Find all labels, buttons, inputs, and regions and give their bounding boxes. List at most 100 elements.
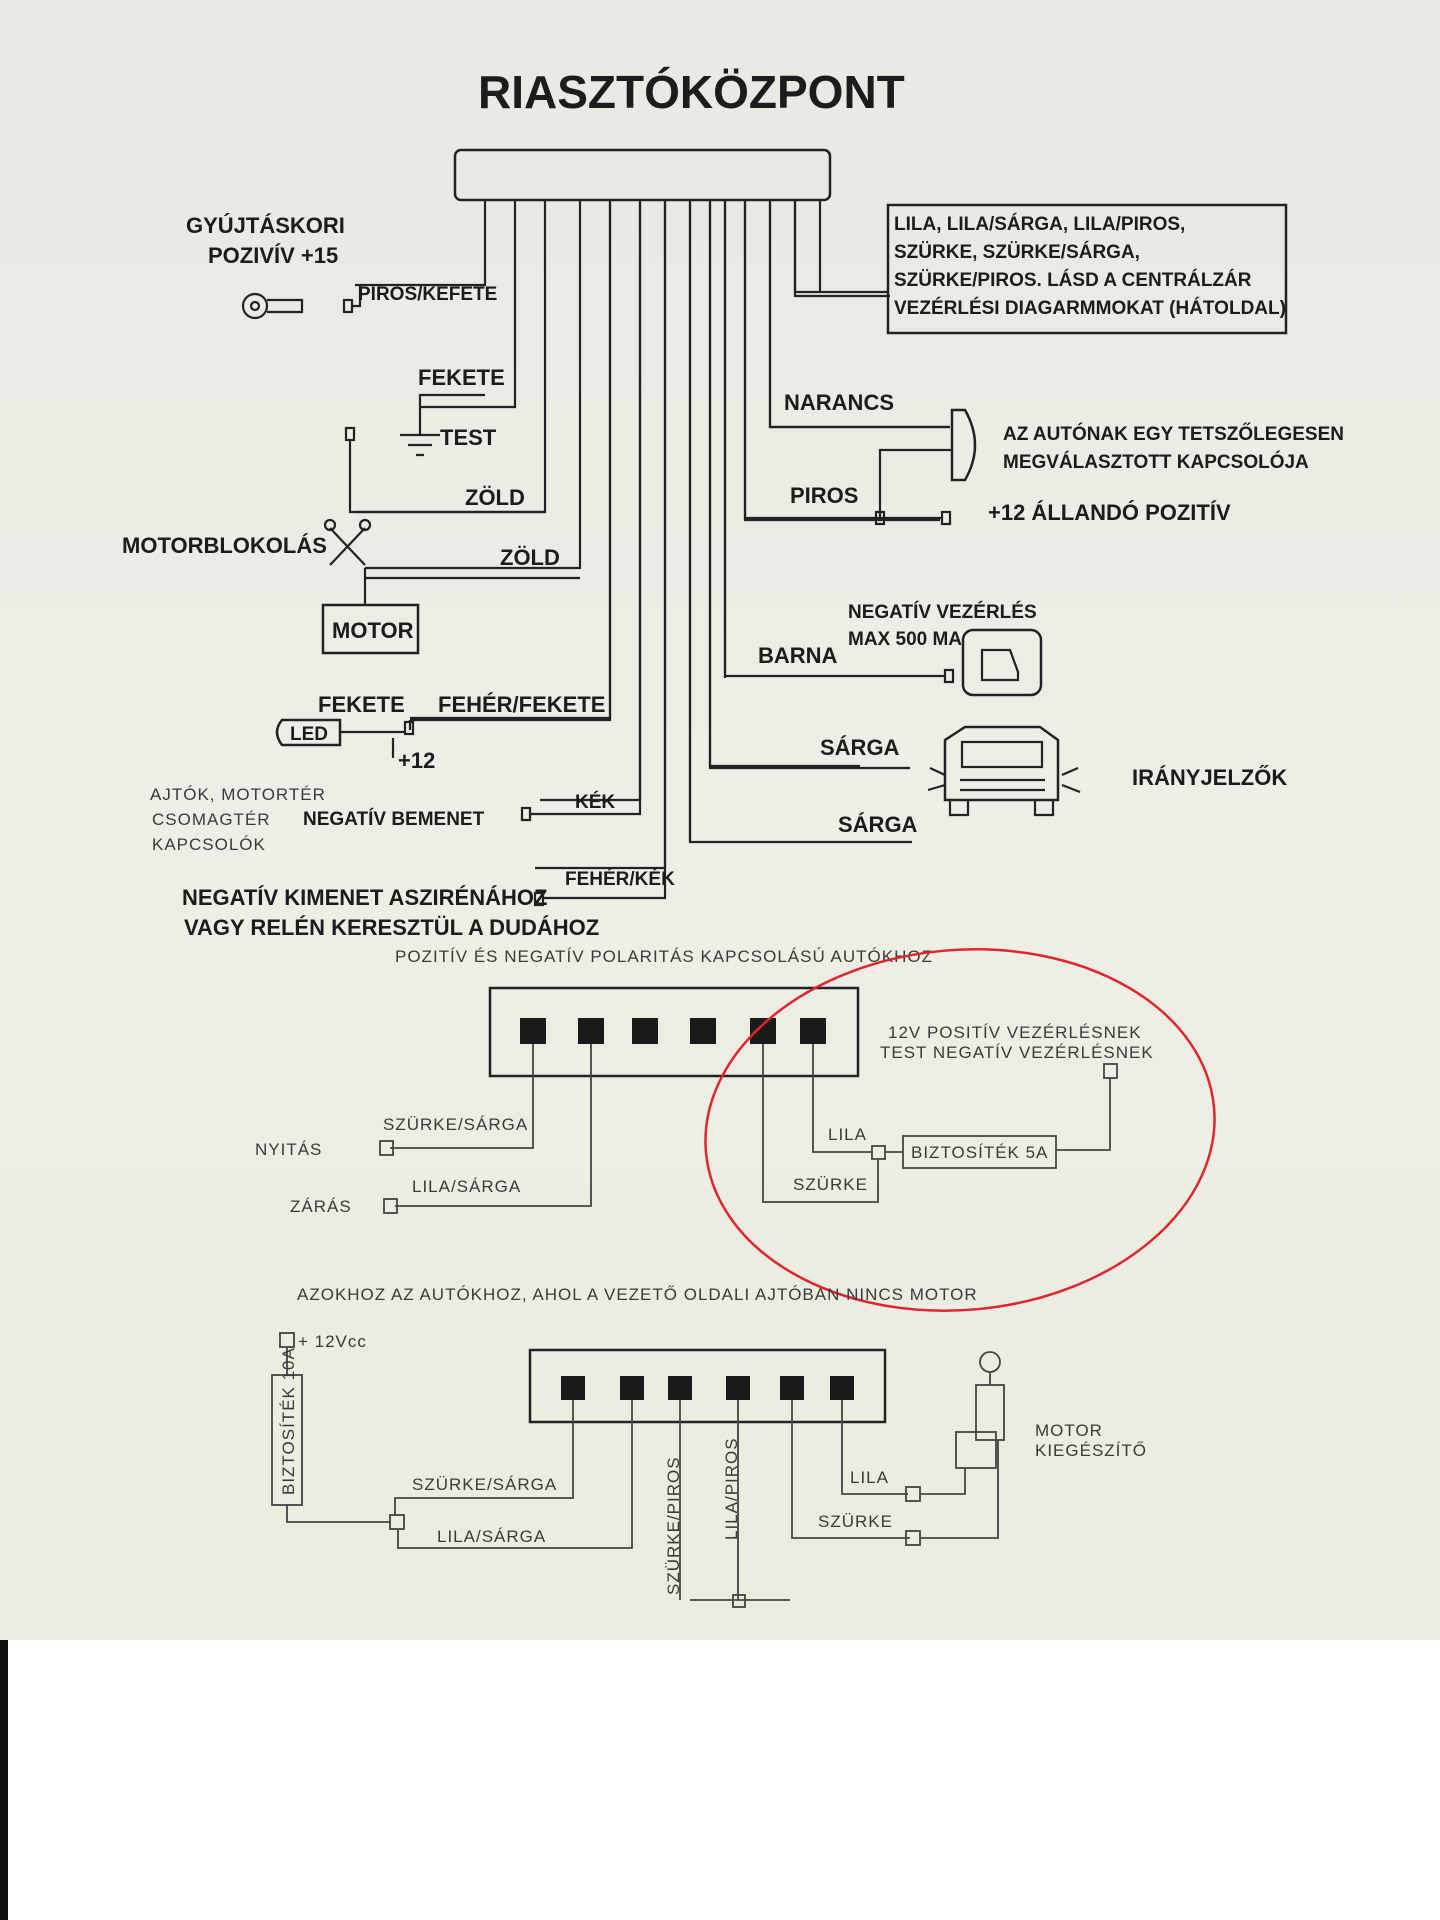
s1-close-wire bbox=[395, 1044, 592, 1207]
led-plus: +12 bbox=[398, 748, 435, 773]
highlight-circle bbox=[704, 948, 1216, 1312]
s2-purple-yellow-wire bbox=[397, 1400, 633, 1549]
doors-wire bbox=[530, 200, 642, 816]
s1-fuse-label: BIZTOSÍTÉK 5A bbox=[911, 1143, 1048, 1162]
section1-title: POZITÍV ÉS NEGATÍV POLARITÁS KAPCSOLÁSÚ … bbox=[395, 947, 933, 966]
s1-close-terminal bbox=[383, 1198, 398, 1214]
negctrl-line-1: NEGATÍV VEZÉRLÉS bbox=[848, 601, 1037, 623]
s1-grey-wire bbox=[762, 1044, 879, 1203]
centrallock-note-box bbox=[886, 203, 1288, 335]
s1-junction bbox=[871, 1145, 886, 1160]
section2-connector-box bbox=[528, 1348, 887, 1424]
doors-wire-label: KÉK bbox=[575, 791, 615, 813]
s2-red-wires bbox=[679, 1400, 790, 1601]
s1-note-2: TEST NEGATÍV VEZÉRLÉSNEK bbox=[880, 1043, 1154, 1062]
doors-terminal bbox=[520, 806, 532, 822]
s2-purple-wire bbox=[841, 1400, 908, 1495]
switch-icon bbox=[950, 408, 977, 482]
siren-wire bbox=[543, 200, 667, 900]
centrallock-note-3: SZÜRKE/PIROS. LÁSD A CENTRÁLZÁR bbox=[894, 269, 1252, 291]
led-wire bbox=[410, 200, 612, 722]
power-terminal bbox=[940, 510, 952, 526]
led-label: LED bbox=[290, 724, 328, 745]
switch-wire bbox=[768, 200, 950, 429]
car-front-icon bbox=[927, 725, 1081, 817]
ground-label: TEST bbox=[440, 425, 497, 450]
indicators-label: IRÁNYJELZŐK bbox=[1132, 765, 1287, 790]
s2-motor-label-1: MOTOR bbox=[1035, 1421, 1103, 1440]
s2-junction bbox=[389, 1514, 405, 1530]
switch-note-2: MEGVÁLASZTOTT KAPCSOLÓJA bbox=[1003, 451, 1309, 473]
s1-open-terminal bbox=[379, 1140, 394, 1156]
ignition-wire-label: PIROS/KEFETE bbox=[358, 284, 497, 305]
centrallock-note-1: LILA, LILA/SÁRGA, LILA/PIROS, bbox=[894, 213, 1185, 235]
motorblock-wire-1-label: ZÖLD bbox=[465, 485, 525, 510]
indicator-wire-2-label: SÁRGA bbox=[838, 812, 918, 837]
s2-purple-red-label: LILA/PIROS bbox=[722, 1437, 741, 1540]
led-terminal bbox=[403, 720, 415, 736]
negctrl-line-2: MAX 500 MA bbox=[848, 629, 962, 650]
negctrl-wire bbox=[723, 200, 945, 678]
siren-line-1: NEGATÍV KIMENET ASZIRÉNÁHOZ bbox=[182, 885, 547, 910]
s1-purple-yellow-label: LILA/SÁRGA bbox=[412, 1177, 521, 1196]
s2-grey-yellow-wire bbox=[394, 1400, 574, 1515]
door-motor-icon bbox=[920, 1351, 1005, 1539]
door-glyph bbox=[980, 648, 1020, 682]
doors-line-3: KAPCSOLÓK bbox=[152, 835, 266, 854]
s2-bottom-terminal bbox=[732, 1594, 746, 1608]
led-icon bbox=[275, 718, 342, 747]
door-sensor-icon bbox=[961, 628, 1043, 697]
s1-note-1: 12V POSITÍV VEZÉRLÉSNEK bbox=[888, 1023, 1142, 1042]
s2-fuse-label: BIZTOSÍTÉK 10A bbox=[279, 1347, 298, 1495]
ignition-wire bbox=[352, 285, 362, 308]
s2-motor-label-2: KIEGÉSZÍTŐ bbox=[1035, 1441, 1147, 1460]
ground-wire bbox=[418, 393, 485, 435]
centrallock-note-4: VEZÉRLÉSI DIAGARMMOKAT (HÁTOLDAL) bbox=[894, 297, 1286, 319]
s1-fuse-wire bbox=[885, 1078, 1111, 1153]
s1-grey-label: SZÜRKE bbox=[793, 1175, 868, 1194]
motorblock-wire-1 bbox=[348, 440, 545, 514]
ignition-label-1: GYÚJTÁSKORI bbox=[186, 213, 345, 238]
motorblock-wire-2-label: ZÖLD bbox=[500, 545, 560, 570]
centrallock-note-2: SZÜRKE, SZÜRKE/SÁRGA, bbox=[894, 241, 1140, 263]
s2-supply-terminal bbox=[279, 1332, 295, 1348]
negctrl-wire-label: BARNA bbox=[758, 643, 838, 668]
siren-line-2: VAGY RELÉN KERESZTÜL A DUDÁHOZ bbox=[184, 915, 599, 940]
s1-control-terminal bbox=[1103, 1063, 1118, 1079]
s2-grey-yellow-label: SZÜRKE/SÁRGA bbox=[412, 1475, 557, 1494]
s2-purple-yellow-label: LILA/SÁRGA bbox=[437, 1527, 546, 1546]
motorblock-label: MOTORBLOKOLÁS bbox=[122, 533, 327, 558]
ignition-label-2: POZIVÍV +15 bbox=[208, 243, 338, 268]
s1-purple-label: LILA bbox=[828, 1125, 867, 1144]
s2-supply-label: + 12Vcc bbox=[298, 1332, 367, 1351]
s1-open-wire bbox=[390, 1044, 534, 1149]
s1-open-label: NYITÁS bbox=[255, 1140, 322, 1159]
siren-wire-label: FEHÉR/KÉK bbox=[565, 868, 675, 890]
section2-pins bbox=[561, 1376, 854, 1400]
indicator-wire-1 bbox=[708, 200, 910, 770]
indicator-wire-2 bbox=[688, 200, 912, 844]
ground-wire-label: FEKETE bbox=[418, 365, 505, 390]
s1-close-label: ZÁRÁS bbox=[290, 1197, 352, 1216]
negctrl-terminal bbox=[943, 668, 955, 684]
power-label: +12 ÁLLANDÓ POZITÍV bbox=[988, 500, 1231, 525]
s1-purple-wire bbox=[812, 1044, 872, 1153]
indicator-wire-1-label: SÁRGA bbox=[820, 735, 900, 760]
motor-box-label: MOTOR bbox=[332, 618, 414, 643]
power-wire-label: PIROS bbox=[790, 483, 858, 508]
section2-title: AZOKHOZ AZ AUTÓKHOZ, AHOL A VEZETŐ OLDAL… bbox=[297, 1285, 978, 1304]
diagram-title: RIASZTÓKÖZPONT bbox=[478, 66, 905, 118]
switch-wire-label: NARANCS bbox=[784, 390, 894, 415]
led-wire-1-label: FEKETE bbox=[318, 692, 405, 717]
switch-note-1: AZ AUTÓNAK EGY TETSZŐLEGESEN bbox=[1003, 423, 1344, 445]
power-junction bbox=[874, 510, 886, 526]
diagram-photo bbox=[0, 0, 1440, 1640]
dark-edge bbox=[0, 1640, 8, 1920]
led-wire-2-label: FEHÉR/FEKETE bbox=[438, 692, 605, 717]
motor-box bbox=[321, 603, 420, 655]
centrallock-wire bbox=[793, 200, 888, 294]
s2-grey-label: SZÜRKE bbox=[818, 1512, 893, 1531]
scissors-icon bbox=[323, 518, 372, 566]
central-unit-box bbox=[453, 148, 832, 202]
s2-grey-wire bbox=[791, 1400, 910, 1539]
